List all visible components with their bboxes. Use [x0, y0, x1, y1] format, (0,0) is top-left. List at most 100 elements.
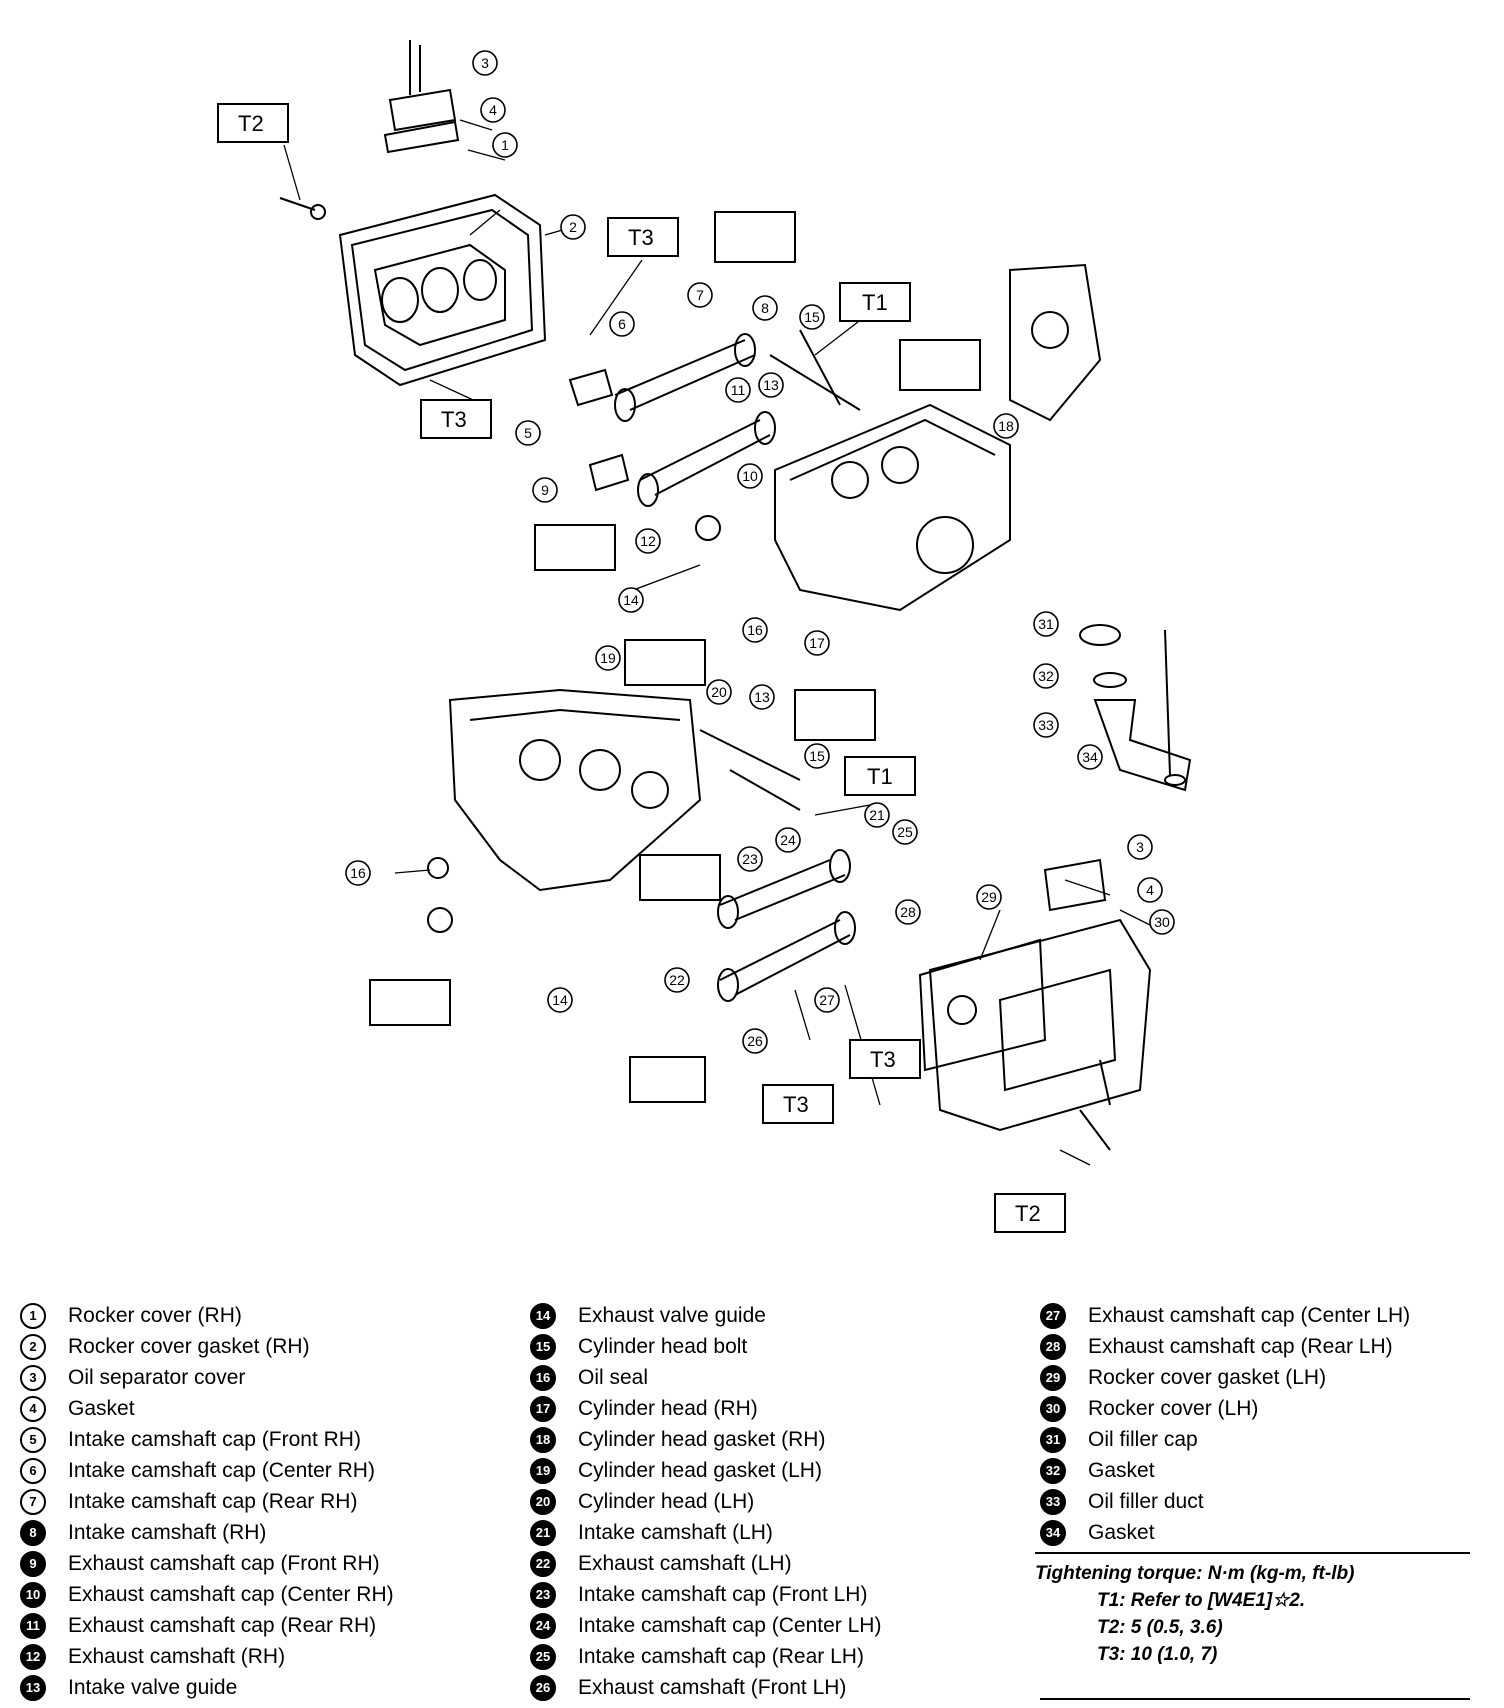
legend-text: Intake camshaft cap (Center RH) — [68, 1459, 375, 1482]
legend-number: 5 — [20, 1427, 46, 1454]
legend-text: Oil seal — [578, 1366, 649, 1389]
svg-text:13: 13 — [763, 377, 779, 393]
callout-2: 2 — [560, 214, 586, 240]
torque-t3: T3: 10 (1.0, 7) — [1097, 1644, 1218, 1665]
legend-item: 13 Intake valve guide — [20, 1672, 394, 1703]
legend-text: Intake camshaft (RH) — [68, 1521, 267, 1544]
legend-number: 16 — [530, 1365, 556, 1392]
torque-label-t1-lower: T1 — [844, 756, 916, 796]
callout-28: 28 — [895, 899, 921, 925]
rh-camshafts-drawing — [568, 333, 776, 541]
legend-number: 32 — [1040, 1458, 1066, 1485]
callout-12: 12 — [635, 528, 661, 554]
callout-4-lh: 4 — [1137, 877, 1163, 903]
legend-number: 4 — [20, 1396, 46, 1423]
callout-13: 13 — [758, 372, 784, 398]
callout-30: 30 — [1149, 909, 1175, 935]
bottom-rule — [1040, 1698, 1470, 1700]
callout-33: 33 — [1033, 712, 1059, 738]
legend-item: 21 Intake camshaft (LH) — [530, 1517, 881, 1548]
callout-20: 20 — [706, 679, 732, 705]
callout-21: 21 — [864, 802, 890, 828]
legend-item: 8 Intake camshaft (RH) — [20, 1517, 394, 1548]
legend-number: 8 — [20, 1520, 46, 1547]
callout-31: 31 — [1033, 611, 1059, 637]
part-drawings — [279, 40, 1192, 1166]
tightening-torque-note: Tightening torque: N·m (kg-m, ft-lb) T1:… — [1035, 1552, 1470, 1668]
legend-text: Intake camshaft cap (Rear LH) — [578, 1645, 864, 1668]
callout-15-lh: 15 — [804, 743, 830, 769]
legend-text: Exhaust camshaft cap (Rear LH) — [1088, 1335, 1393, 1358]
svg-text:25: 25 — [897, 824, 913, 840]
legend-item: 25 Intake camshaft cap (Rear LH) — [530, 1641, 881, 1672]
callout-8: 8 — [752, 295, 778, 321]
legend-item: 22 Exhaust camshaft (LH) — [530, 1548, 881, 1579]
legend-text: Intake camshaft cap (Front RH) — [68, 1428, 361, 1451]
legend-text: Intake camshaft (LH) — [578, 1521, 773, 1544]
torque-title: Tightening torque: N·m (kg-m, ft-lb) — [1035, 1563, 1355, 1584]
torque-label-t3-bottom: T3 — [762, 1084, 834, 1124]
torque-label-text: T3 — [783, 1092, 809, 1117]
torque-label-t3-left: T3 — [420, 399, 492, 439]
svg-text:2: 2 — [569, 219, 577, 235]
callout-34: 34 — [1077, 744, 1103, 770]
legend-number: 21 — [530, 1520, 556, 1547]
svg-text:19: 19 — [600, 650, 616, 666]
legend-item: 16 Oil seal — [530, 1362, 881, 1393]
callout-32: 32 — [1033, 663, 1059, 689]
legend-number: 30 — [1040, 1396, 1066, 1423]
svg-text:1: 1 — [501, 137, 509, 153]
legend-number: 31 — [1040, 1427, 1066, 1454]
svg-text:15: 15 — [809, 748, 825, 764]
legend-text: Rocker cover gasket (RH) — [68, 1335, 310, 1358]
callout-3-lh: 3 — [1127, 834, 1153, 860]
cylinder-head-rh-drawing — [769, 263, 1102, 612]
legend-text: Exhaust camshaft cap (Center LH) — [1088, 1304, 1411, 1327]
callout-11: 11 — [725, 377, 751, 403]
legend-number: 23 — [530, 1582, 556, 1609]
legend-text: Cylinder head gasket (RH) — [578, 1428, 826, 1451]
lubrication-icons — [369, 211, 981, 1103]
legend-number: 22 — [530, 1551, 556, 1578]
callout-3: 3 — [472, 50, 498, 76]
legend-text: Gasket — [1088, 1521, 1155, 1544]
legend-number: 3 — [20, 1365, 46, 1392]
legend-text: Oil filler duct — [1088, 1490, 1204, 1513]
svg-text:7: 7 — [696, 287, 704, 303]
callout-1: 1 — [492, 132, 518, 158]
callout-19: 19 — [595, 645, 621, 671]
legend-text: Exhaust camshaft (RH) — [68, 1645, 286, 1668]
legend-text: Exhaust valve guide — [578, 1304, 766, 1327]
legend-number: 25 — [530, 1644, 556, 1671]
svg-text:3: 3 — [1136, 839, 1144, 855]
callout-22: 22 — [664, 967, 690, 993]
svg-text:23: 23 — [742, 851, 758, 867]
legend-text: Cylinder head bolt — [578, 1335, 748, 1358]
legend-text: Exhaust camshaft (LH) — [578, 1552, 792, 1575]
legend-number: 18 — [530, 1427, 556, 1454]
legend-number: 13 — [20, 1675, 46, 1702]
callout-14: 14 — [618, 587, 644, 613]
callout-13-lh: 13 — [749, 684, 775, 710]
legend-text: Intake valve guide — [68, 1676, 238, 1699]
svg-text:4: 4 — [489, 102, 497, 118]
svg-text:18: 18 — [998, 418, 1014, 434]
callout-10: 10 — [737, 463, 763, 489]
callout-23: 23 — [737, 846, 763, 872]
svg-text:29: 29 — [981, 889, 997, 905]
svg-text:8: 8 — [761, 300, 769, 316]
svg-text:15: 15 — [804, 309, 820, 325]
